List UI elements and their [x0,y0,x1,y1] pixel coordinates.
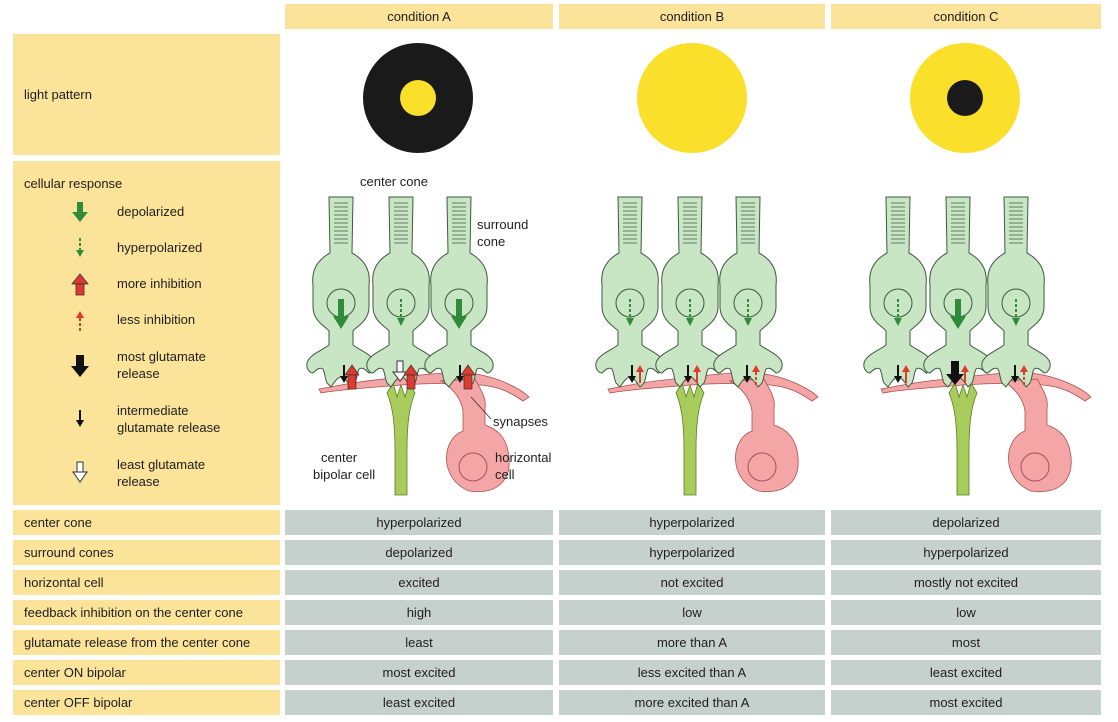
row-label: horizontal cell [13,570,280,595]
red-solid-up-arrow-icon [71,273,89,296]
table-cell: depolarized [285,540,553,565]
column-header-condition-c: condition C [831,4,1101,29]
table-cell: most excited [285,660,553,685]
cellular-response-label: cellular response [24,176,123,191]
black-small-down-arrow-icon [76,410,84,427]
row-label: feedback inhibition on the center cone [13,600,280,625]
white-down-arrow-icon [72,461,88,483]
black-large-down-arrow-icon [71,355,89,377]
label-synapses: synapses [493,414,548,429]
table-cell: least excited [285,690,553,715]
label-horizontal-cell-line1: horizontal [495,450,551,465]
label-surround-cone-line2: cone [477,234,505,249]
diagram-condition-a: center cone surround cone synapses cente… [306,174,551,496]
row-label: glutamate release from the center cone [13,630,280,655]
light-patterns [363,43,1020,153]
cell-diagrams: center cone surround cone synapses cente… [306,174,1092,496]
comparison-table: center cone hyperpolarized hyperpolarize… [0,510,1118,722]
column-header-condition-b: condition B [559,4,825,29]
light-pattern-label: light pattern [13,34,280,155]
table-cell: hyperpolarized [559,510,825,535]
table-cell: not excited [559,570,825,595]
table-cell: high [285,600,553,625]
table-cell: hyperpolarized [285,510,553,535]
table-cell: depolarized [831,510,1101,535]
green-dashed-down-arrow-icon [76,238,84,257]
legend-label-less-inhibition: less inhibition [117,312,196,327]
table-cell: more excited than A [559,690,825,715]
label-center-cone: center cone [360,174,428,189]
table-cell: hyperpolarized [831,540,1101,565]
diagram-condition-c [863,196,1092,496]
table-cell: most excited [831,690,1101,715]
table-cell: mostly not excited [831,570,1101,595]
legend: depolarized hyperpolarized more inhibiti… [0,0,280,505]
legend-label-depolarized: depolarized [117,204,185,219]
light-pattern-c [910,43,1020,153]
table-cell: low [559,600,825,625]
table-cell: excited [285,570,553,595]
table-cell: low [831,600,1101,625]
label-horizontal-cell-line2: cell [495,467,515,482]
row-label: center OFF bipolar [13,690,280,715]
label-center-bipolar-line2: bipolar cell [313,467,375,482]
table-cell: least excited [831,660,1101,685]
column-header-condition-a: condition A [285,4,553,29]
diagram-condition-b [595,196,819,496]
green-solid-down-arrow-icon [72,202,88,222]
table-cell: least [285,630,553,655]
legend-label-more-inhibition: more inhibition [117,276,202,291]
cellular-response-panel: cellular response [13,161,280,505]
table-cell: more than A [559,630,825,655]
table-cell: hyperpolarized [559,540,825,565]
row-label: center ON bipolar [13,660,280,685]
label-center-bipolar-line1: center [321,450,358,465]
row-label: center cone [13,510,280,535]
red-dashed-up-arrow-icon [76,311,84,331]
legend-label-hyperpolarized: hyperpolarized [117,240,203,255]
table-cell: most [831,630,1101,655]
light-pattern-a [363,43,473,153]
table-cell: less excited than A [559,660,825,685]
label-surround-cone-line1: surround [477,217,528,232]
row-label: surround cones [13,540,280,565]
light-pattern-b [637,43,747,153]
